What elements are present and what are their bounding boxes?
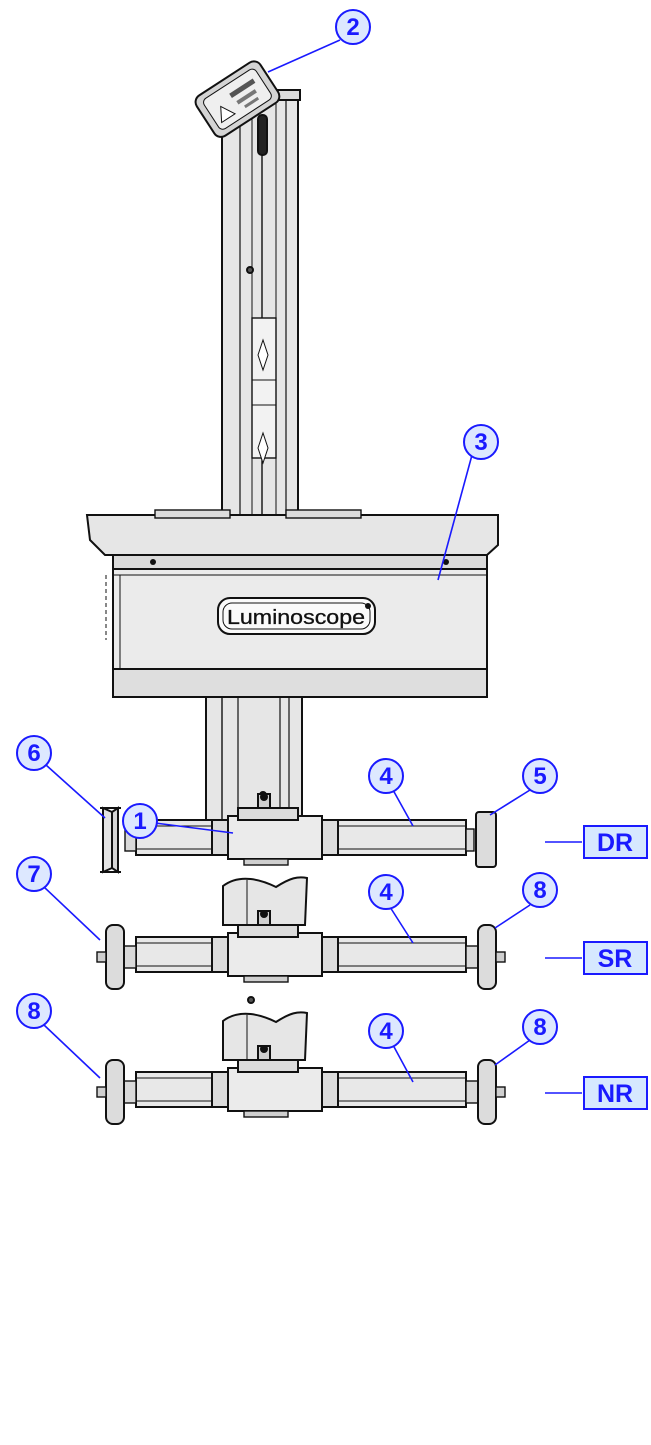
leader-lines <box>43 39 582 1094</box>
callout-6: 6 <box>16 735 52 771</box>
svg-text:5: 5 <box>533 763 546 790</box>
svg-text:SR: SR <box>598 945 633 973</box>
callout-2: 2 <box>335 9 371 45</box>
svg-text:2: 2 <box>346 14 359 41</box>
optical-box <box>85 509 499 698</box>
svg-text:4: 4 <box>379 763 393 790</box>
callout-8-nr-left: 8 <box>16 993 52 1029</box>
callout-4-sr: 4 <box>368 874 404 910</box>
svg-text:4: 4 <box>379 879 393 906</box>
callout-5: 5 <box>522 758 558 794</box>
svg-text:DR: DR <box>597 829 633 857</box>
variant-label-sr: SR <box>583 941 648 975</box>
variant-labels: DR SR NR <box>583 825 648 1110</box>
svg-text:8: 8 <box>533 877 546 904</box>
callout-3: 3 <box>463 424 499 460</box>
base-nr <box>96 1011 506 1125</box>
svg-text:NR: NR <box>597 1080 633 1108</box>
svg-text:8: 8 <box>533 1014 546 1041</box>
callout-4-dr: 4 <box>368 758 404 794</box>
svg-text:6: 6 <box>27 740 40 767</box>
variant-label-nr: NR <box>583 1076 648 1110</box>
variant-label-dr: DR <box>583 825 648 859</box>
brand-logo-text: Luminoscope <box>227 607 365 629</box>
callout-8-sr: 8 <box>522 872 558 908</box>
svg-text:8: 8 <box>27 998 40 1025</box>
callout-1: 1 <box>122 803 158 839</box>
level-tag <box>194 60 281 138</box>
upper-column <box>221 89 301 516</box>
callout-7: 7 <box>16 856 52 892</box>
callout-8-nr-right: 8 <box>522 1009 558 1045</box>
svg-text:7: 7 <box>27 861 40 888</box>
svg-text:3: 3 <box>474 429 487 456</box>
base-sr <box>96 876 506 990</box>
svg-text:1: 1 <box>133 808 146 835</box>
svg-text:4: 4 <box>379 1018 393 1045</box>
callout-4-nr: 4 <box>368 1013 404 1049</box>
callouts: 2 3 1 6 4 5 7 4 <box>16 9 558 1049</box>
